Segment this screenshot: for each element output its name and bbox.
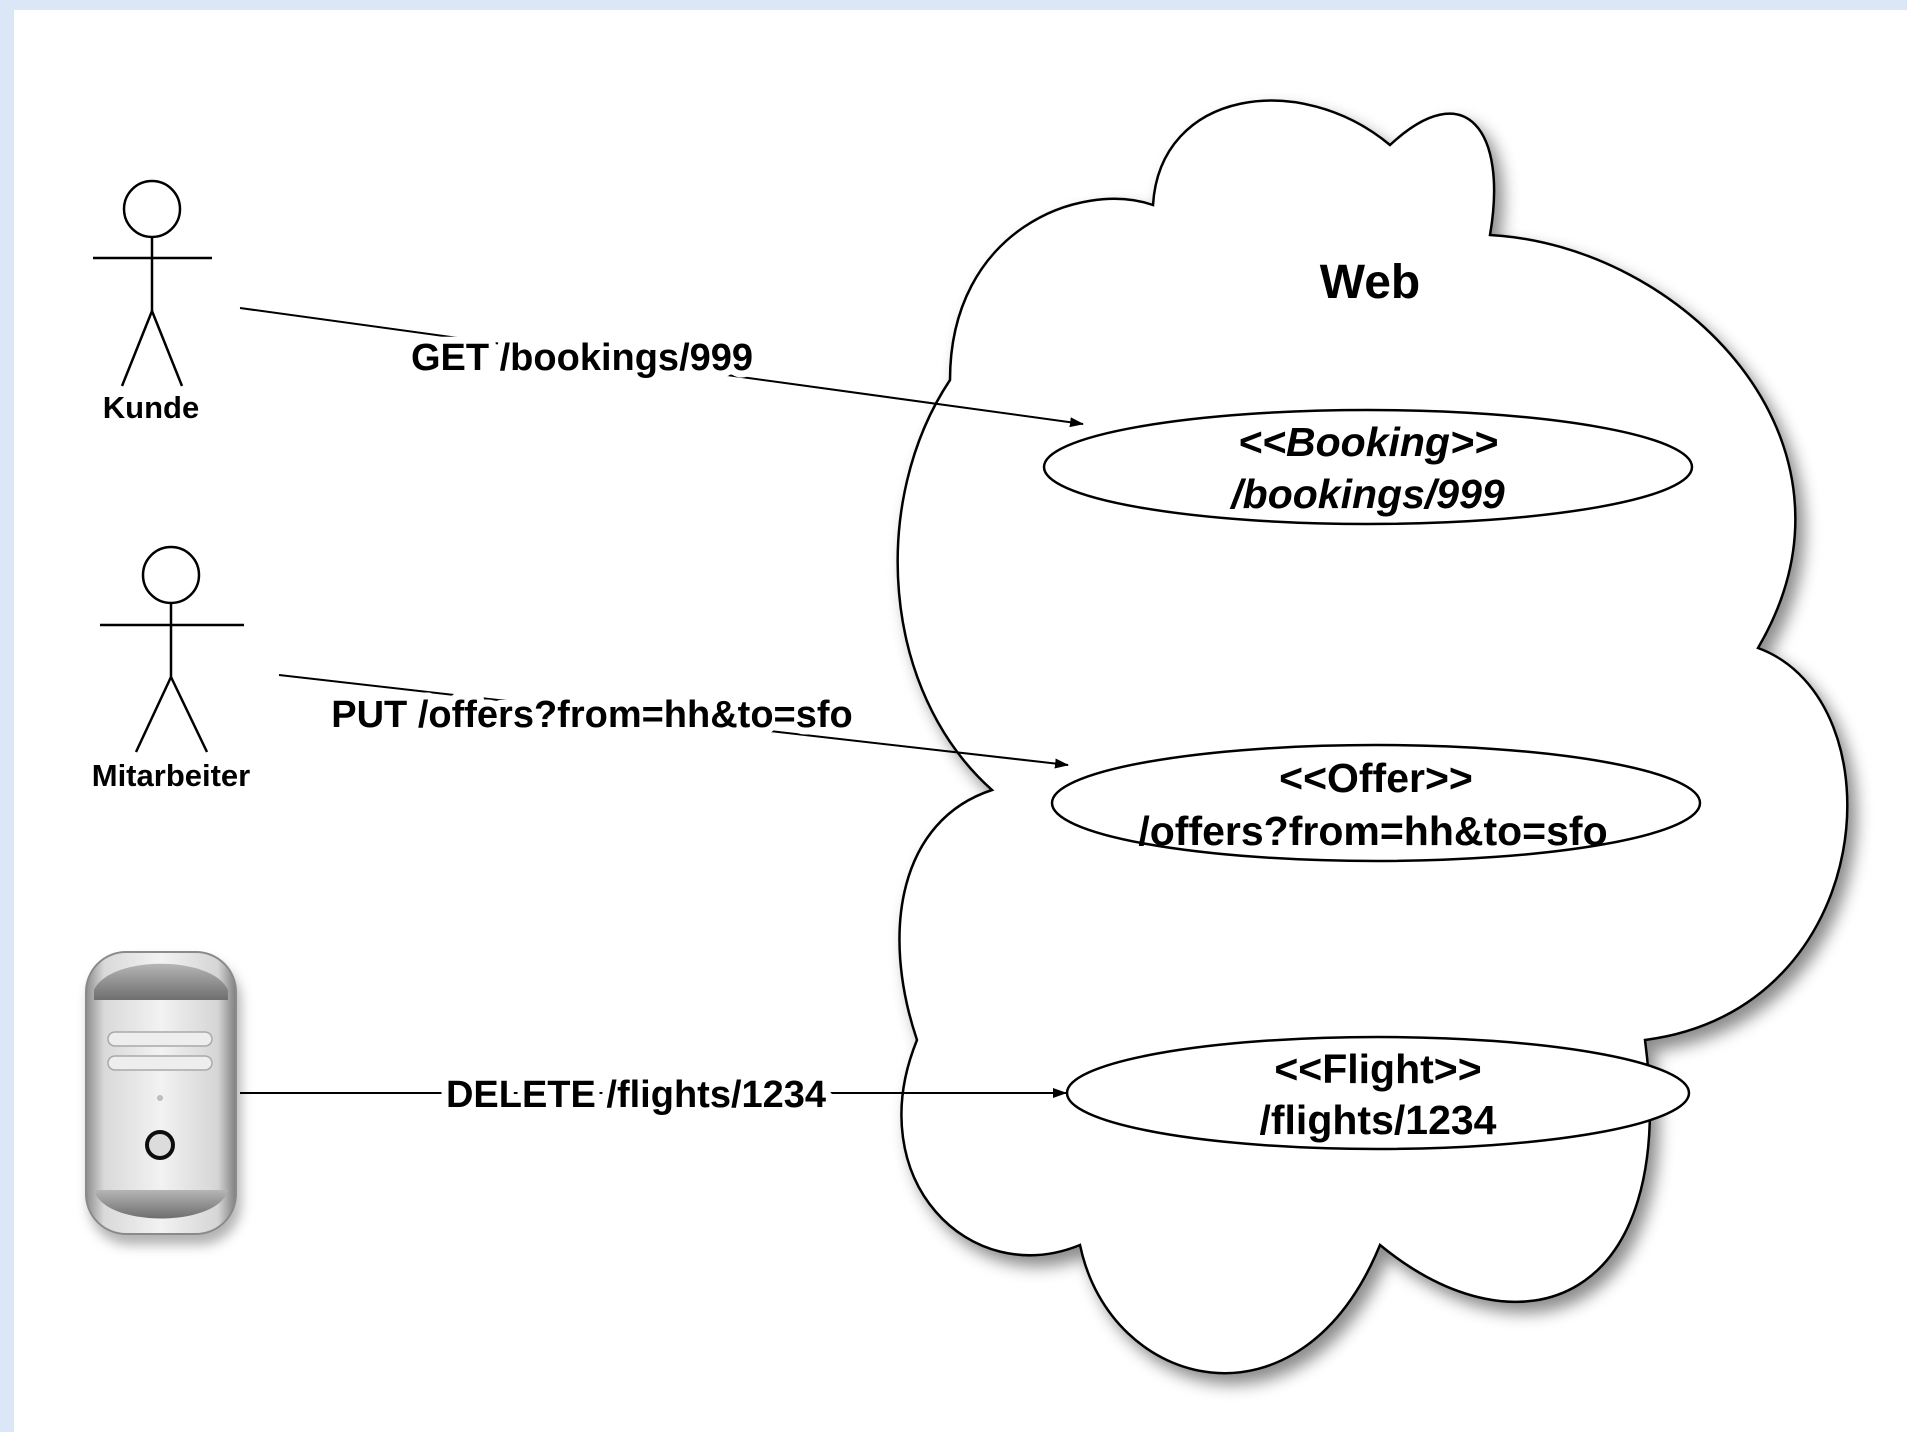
actor-mitarbeiter-head: [141, 545, 201, 605]
request-delete: DELETE /flights/1234: [240, 1067, 1067, 1123]
web-cloud: Web: [896, 99, 1849, 1375]
request-put-label: PUT /offers?from=hh&to=sfo: [331, 694, 852, 736]
request-put: PUT /offers?from=hh&to=sfo: [278, 674, 1069, 769]
resource-offer[interactable]: <<Offer>> /offers?from=hh&to=sfo: [1050, 743, 1702, 863]
request-get-label: GET /bookings/999: [411, 337, 753, 379]
resource-offer-ellipse[interactable]: [1050, 743, 1702, 863]
actor-mitarbeiter: [100, 545, 244, 753]
server-computer-icon: [85, 951, 237, 1235]
resource-booking-uri-text: /bookings/999: [1229, 471, 1505, 517]
actor-kunde: [93, 179, 212, 387]
server-power-icon: [145, 1130, 175, 1160]
resource-booking[interactable]: <<Booking>> /offers?from=hh&to=sfo /book…: [1042, 408, 1694, 526]
resource-offer-stereotype: <<Offer>>: [1279, 755, 1473, 801]
actor-kunde-head: [122, 179, 182, 239]
request-get-line: [239, 307, 1084, 428]
resource-flight-stereotype: <<Flight>>: [1274, 1046, 1481, 1092]
resource-flight[interactable]: <<Flight>> /flights/1234: [1065, 1035, 1691, 1151]
request-delete-label: DELETE /flights/1234: [446, 1074, 826, 1116]
actor-mitarbeiter-label: Mitarbeiter: [92, 758, 250, 793]
resource-flight-ellipse[interactable]: [1065, 1035, 1691, 1151]
resource-booking-ellipse[interactable]: [1042, 408, 1694, 526]
cloud-title: Web: [1320, 256, 1420, 309]
resource-offer-uri: /offers?from=hh&to=sfo: [1138, 808, 1607, 854]
actor-kunde-label: Kunde: [103, 390, 199, 425]
request-put-line: [278, 674, 1069, 769]
request-get: GET /bookings/999: [239, 307, 1084, 428]
resource-booking-stereotype: <<Booking>>: [1238, 419, 1498, 465]
resource-flight-uri: /flights/1234: [1260, 1097, 1497, 1143]
